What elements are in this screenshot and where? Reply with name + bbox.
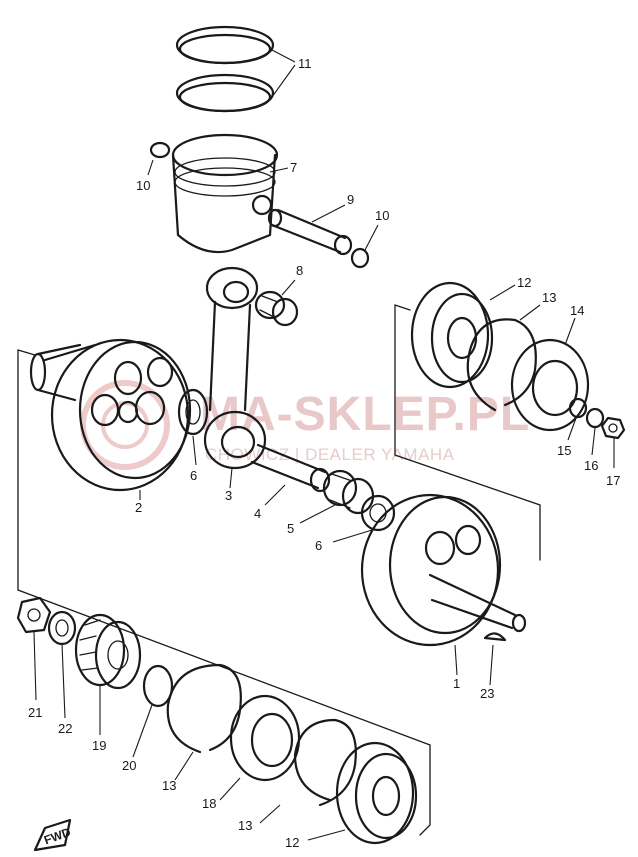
watermark-logo-icon bbox=[80, 380, 170, 470]
woodruff-key bbox=[483, 632, 507, 642]
piston-pin bbox=[267, 208, 353, 256]
leader-lines bbox=[33, 49, 615, 841]
small-end-bearing bbox=[254, 290, 299, 327]
left-crank-wheel bbox=[29, 338, 192, 492]
watermark-sub-text: CHOWICZ | DEALER YAMAHA bbox=[205, 445, 455, 464]
callout-12-upper: 12 bbox=[517, 275, 531, 290]
callout-8: 8 bbox=[296, 263, 303, 278]
thrust-washer-left bbox=[177, 388, 209, 436]
washer-22 bbox=[47, 610, 77, 646]
callout-3: 3 bbox=[225, 488, 232, 503]
callout-10-left: 10 bbox=[136, 178, 150, 193]
callout-6-left: 6 bbox=[190, 468, 197, 483]
callout-18: 18 bbox=[202, 796, 216, 811]
callout-13-lower-right: 13 bbox=[238, 818, 252, 833]
oil-seal-lower bbox=[229, 694, 301, 782]
callout-23: 23 bbox=[480, 686, 494, 701]
primary-drive-gear bbox=[74, 613, 142, 690]
callout-22: 22 bbox=[58, 721, 72, 736]
callout-15: 15 bbox=[557, 443, 571, 458]
nut-17 bbox=[600, 416, 626, 440]
circlip-left bbox=[149, 141, 171, 159]
right-crank-wheel bbox=[360, 493, 527, 647]
circlip-right bbox=[350, 247, 370, 269]
piston bbox=[171, 133, 279, 254]
callout-19: 19 bbox=[92, 738, 106, 753]
connecting-rod bbox=[203, 266, 267, 470]
seal-ring-lower-left bbox=[166, 663, 242, 754]
callout-10-right: 10 bbox=[375, 208, 389, 223]
callout-14: 14 bbox=[570, 303, 584, 318]
callout-13-lower-left: 13 bbox=[162, 778, 176, 793]
callout-7: 7 bbox=[290, 160, 297, 175]
callout-6-right: 6 bbox=[315, 538, 322, 553]
bearing-lower bbox=[335, 741, 418, 845]
callout-5: 5 bbox=[287, 521, 294, 536]
callout-9: 9 bbox=[347, 192, 354, 207]
oil-seal-upper bbox=[510, 338, 590, 432]
seal-ring-upper bbox=[466, 318, 537, 412]
thrust-washer-right bbox=[360, 494, 396, 532]
callout-2: 2 bbox=[135, 500, 142, 515]
piston-rings bbox=[175, 25, 275, 113]
callout-1: 1 bbox=[453, 676, 460, 691]
callout-20: 20 bbox=[122, 758, 136, 773]
callout-4: 4 bbox=[254, 506, 261, 521]
callout-17: 17 bbox=[606, 473, 620, 488]
seal-ring-lower-right bbox=[293, 718, 357, 807]
callout-21: 21 bbox=[28, 705, 42, 720]
washer-15 bbox=[568, 397, 588, 419]
bearing-right-upper bbox=[410, 281, 494, 389]
callout-12-lower: 12 bbox=[285, 835, 299, 850]
assembly-frame bbox=[17, 304, 541, 836]
callout-13-upper: 13 bbox=[542, 290, 556, 305]
o-ring-20 bbox=[142, 664, 174, 708]
callout-11: 11 bbox=[298, 56, 312, 71]
callout-16: 16 bbox=[584, 458, 598, 473]
watermark-main-text: MA-SKLEP.PL bbox=[200, 388, 530, 441]
forward-arrow-icon: FWD bbox=[33, 818, 73, 852]
callouts: 11 7 10 9 10 8 12 13 14 15 16 17 6 3 2 4… bbox=[28, 56, 620, 850]
crank-pin bbox=[250, 443, 331, 493]
washer-16 bbox=[585, 407, 605, 429]
nut-21 bbox=[16, 596, 52, 634]
